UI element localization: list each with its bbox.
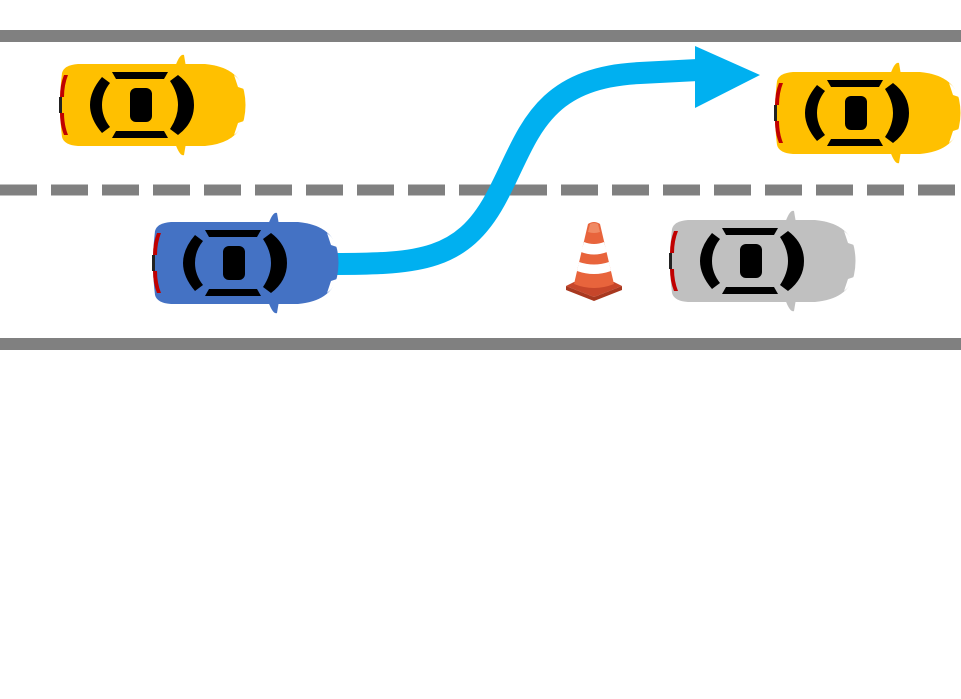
yellow-car-rear-icon [59, 54, 246, 156]
road-edge-top [0, 30, 961, 42]
yellow-car-front-icon [774, 62, 961, 164]
arrow-shaft [334, 59, 699, 275]
road [0, 30, 961, 350]
lane-change-arrow [334, 46, 760, 275]
traffic-cone-icon [566, 222, 622, 301]
ego-car-blue-icon [152, 212, 339, 314]
road-edge-bottom [0, 338, 961, 350]
arrow-head [695, 46, 760, 108]
stopped-car-gray-icon [669, 210, 856, 312]
